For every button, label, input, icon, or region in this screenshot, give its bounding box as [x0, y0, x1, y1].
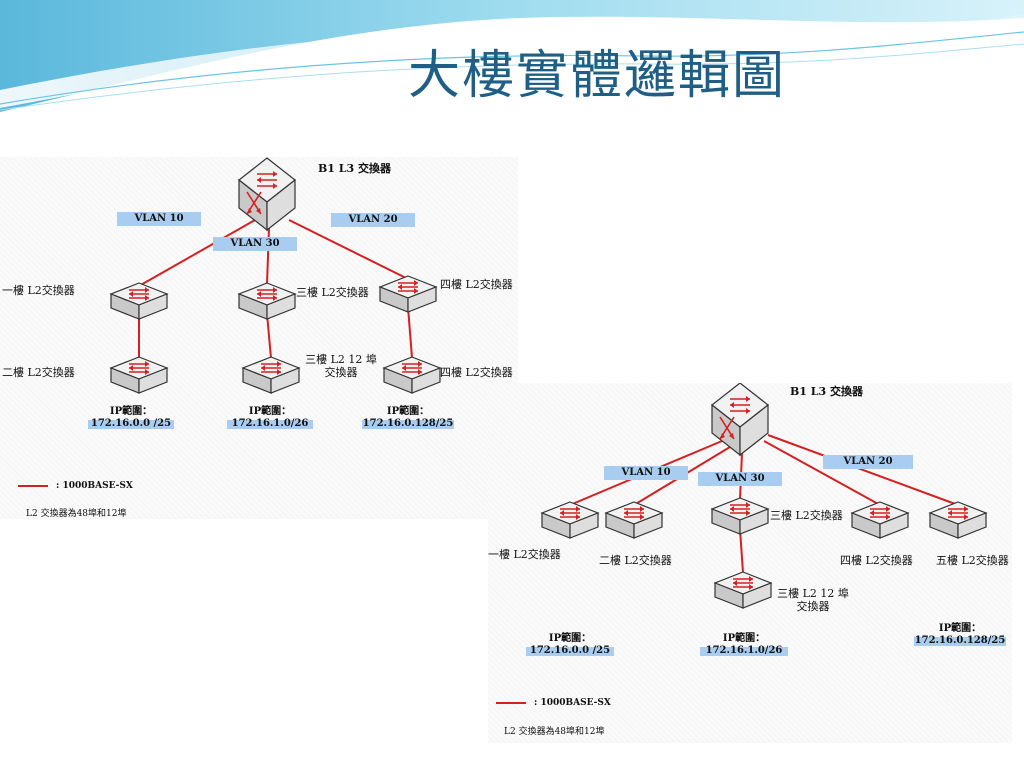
floor4b-switch-label: 四樓 L2交換器: [440, 366, 513, 379]
floor5-switch-label: 五樓 L2交換器: [936, 554, 1009, 567]
floor1-switch-label: 一樓 L2交換器: [488, 548, 561, 561]
floor3-12port-link: [266, 313, 272, 359]
floor4b-l2-switch-icon: [382, 356, 442, 394]
floor4-switch-label: 四樓 L2交換器: [440, 278, 513, 291]
floor3-switch-label: 三樓 L2交換器: [770, 509, 843, 522]
floor4-floor4b-link: [407, 306, 413, 359]
l3-switch-icon: [238, 157, 296, 232]
diagram-b-links: [496, 383, 988, 704]
vlan-20-tag: VLAN 20: [331, 213, 415, 227]
floor1-switch-label: 一樓 L2交換器: [2, 284, 75, 297]
ip-range-label: IP範圍：: [722, 633, 766, 644]
floor2-l2-switch-icon: [604, 501, 664, 539]
floor3-12port-label-line1: 三樓 L2 12 埠: [305, 353, 377, 366]
floor1-l2-switch-icon: [109, 282, 169, 320]
legend-text: : 1000BASE-SX: [534, 698, 611, 708]
ip-range-label: IP範圍：: [248, 406, 292, 417]
ip-range-value: 172.16.0.0 /25: [90, 418, 172, 429]
floor2-l2-switch-icon: [109, 356, 169, 394]
ip-range-label: IP範圍：: [938, 623, 982, 634]
vlan-10-tag: VLAN 10: [117, 212, 201, 226]
ip-range-value: 172.16.0.0 /25: [529, 645, 611, 656]
network-diagram-b: B1 L3 交換器 VLAN 10 VLAN 30 VLAN 20 三樓 L2交…: [488, 383, 1012, 743]
floor3-12port-switch-icon: [713, 571, 773, 609]
vlan-10-tag: VLAN 10: [604, 466, 688, 480]
vlan-30-tag: VLAN 30: [213, 237, 297, 251]
floor5-link: [767, 434, 959, 506]
header-wave-decoration: [0, 0, 1024, 112]
network-diagram-a: B1 L3 交換器 VLAN 10 VLAN 30 VLAN 20 一樓 L2交…: [0, 157, 518, 519]
vlan10-link: [138, 219, 256, 287]
switch-note: L2 交換器為48埠和12埠: [26, 509, 127, 519]
diagram-a-links: [18, 157, 442, 487]
floor3-l2-switch-icon: [710, 497, 770, 535]
floor4-link: [763, 440, 881, 506]
ip-range-value: 172.16.1.0/26: [231, 418, 309, 429]
floor3-12port-switch-label: 三樓 L2 12 埠 交換器: [774, 587, 852, 613]
floor1-l2-switch-icon: [540, 501, 600, 539]
floor3-12port-switch-icon: [241, 356, 301, 394]
ip-range-vlan20: IP範圍：172.16.0.128/25: [914, 623, 1006, 646]
floor3-12port-switch-label: 三樓 L2 12 埠 交換器: [305, 353, 377, 379]
ip-range-vlan20: IP範圍：172.16.0.128/25: [362, 406, 454, 429]
slide-title: 大樓實體邏輯圖: [408, 46, 787, 106]
core-switch-label: B1 L3 交換器: [790, 385, 863, 398]
ip-range-label: IP範圍：: [109, 406, 153, 417]
core-switch-label: B1 L3 交換器: [318, 162, 391, 175]
legend-text: : 1000BASE-SX: [56, 481, 133, 491]
floor3-12port-label-line2: 交換器: [324, 366, 358, 379]
ip-range-vlan10: IP範圍：172.16.0.0 /25: [526, 633, 614, 656]
ip-range-vlan30: IP範圍：172.16.1.0/26: [227, 406, 313, 429]
floor4-switch-label: 四樓 L2交換器: [840, 554, 913, 567]
vlan-20-tag: VLAN 20: [823, 455, 913, 469]
floor3-l2-switch-icon: [237, 282, 297, 320]
vlan20-link: [288, 219, 409, 280]
floor5-l2-switch-icon: [928, 501, 988, 539]
ip-range-label: IP範圍：: [548, 633, 592, 644]
ip-range-value: 172.16.1.0/26: [705, 645, 783, 656]
floor3-12port-label-line2: 交換器: [796, 600, 830, 613]
ip-range-value: 172.16.0.128/25: [362, 418, 454, 429]
floor4-l2-switch-icon: [850, 501, 910, 539]
floor3-12port-label-line1: 三樓 L2 12 埠: [777, 587, 849, 600]
ip-range-value: 172.16.0.128/25: [914, 635, 1006, 646]
switch-note: L2 交換器為48埠和12埠: [504, 727, 605, 737]
floor3-switch-label: 三樓 L2交換器: [296, 286, 369, 299]
l3-switch-icon: [711, 383, 769, 457]
ip-range-vlan10: IP範圍：172.16.0.0 /25: [88, 406, 174, 429]
vlan-30-tag: VLAN 30: [698, 472, 782, 486]
ip-range-vlan30: IP範圍：172.16.1.0/26: [700, 633, 788, 656]
ip-range-label: IP範圍：: [386, 406, 430, 417]
floor4-l2-switch-icon: [378, 275, 438, 313]
floor3-12port-link: [739, 528, 744, 574]
floor2-switch-label: 二樓 L2交換器: [599, 554, 672, 567]
floor2-switch-label: 二樓 L2交換器: [2, 366, 75, 379]
